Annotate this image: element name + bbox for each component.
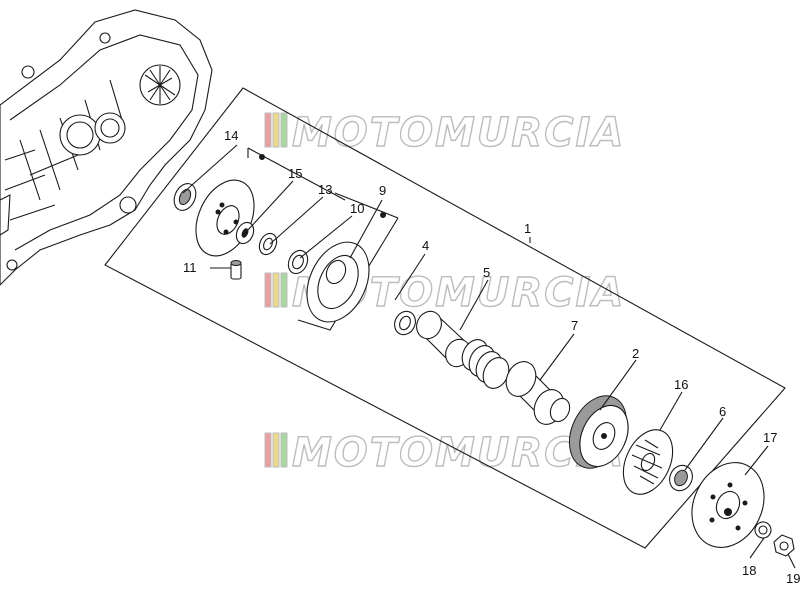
- callout-labels: 14 15 13 9 10 1 4 11 5 7 2 16 6 17 18 19: [183, 128, 800, 586]
- callout-5: 5: [483, 265, 490, 280]
- watermark-text: MOTOMURCIA: [292, 430, 625, 476]
- callout-4: 4: [422, 238, 429, 253]
- watermark-top: MOTOMURCIA: [264, 109, 625, 157]
- washer-18: [754, 521, 772, 539]
- watermark-text: MOTOMURCIA: [292, 110, 625, 156]
- callout-18: 18: [742, 563, 756, 578]
- fan-16: [622, 429, 674, 495]
- sleeve: [416, 310, 471, 368]
- bearing-13: [258, 232, 278, 256]
- seal-4: [394, 310, 416, 336]
- nut-19: [773, 534, 795, 557]
- oil-seal: [173, 183, 197, 211]
- callout-15: 15: [288, 166, 302, 181]
- callout-17: 17: [763, 430, 777, 445]
- fixed-half-pulley: [195, 179, 255, 257]
- torque-cup-7: [505, 361, 571, 425]
- callout-13: 13: [318, 182, 332, 197]
- callout-19: 19: [786, 571, 800, 586]
- leader-lines: [182, 144, 796, 569]
- clutch-bell-17: [691, 462, 765, 548]
- callout-2: 2: [632, 346, 639, 361]
- bushing-15: [235, 221, 255, 245]
- subkit-bracket-9: [297, 192, 399, 331]
- engine-casing: [0, 9, 213, 286]
- callout-6: 6: [719, 404, 726, 419]
- assembly-frame: [104, 87, 786, 549]
- callout-16: 16: [674, 377, 688, 392]
- clutch-assembly-2: [568, 395, 629, 469]
- callout-9: 9: [379, 183, 386, 198]
- spring-5: [461, 339, 510, 389]
- screw-11: [210, 260, 242, 280]
- callout-14: 14: [224, 128, 238, 143]
- callout-11: 11: [183, 260, 197, 275]
- moving-half-pulley: [306, 241, 370, 323]
- callout-10: 10: [350, 201, 364, 216]
- watermark-bottom: MOTOMURCIA: [264, 429, 625, 477]
- ring-6: [669, 464, 693, 492]
- subkit-bracket-14: [247, 147, 346, 201]
- callout-7: 7: [571, 318, 578, 333]
- callout-1: 1: [524, 221, 531, 236]
